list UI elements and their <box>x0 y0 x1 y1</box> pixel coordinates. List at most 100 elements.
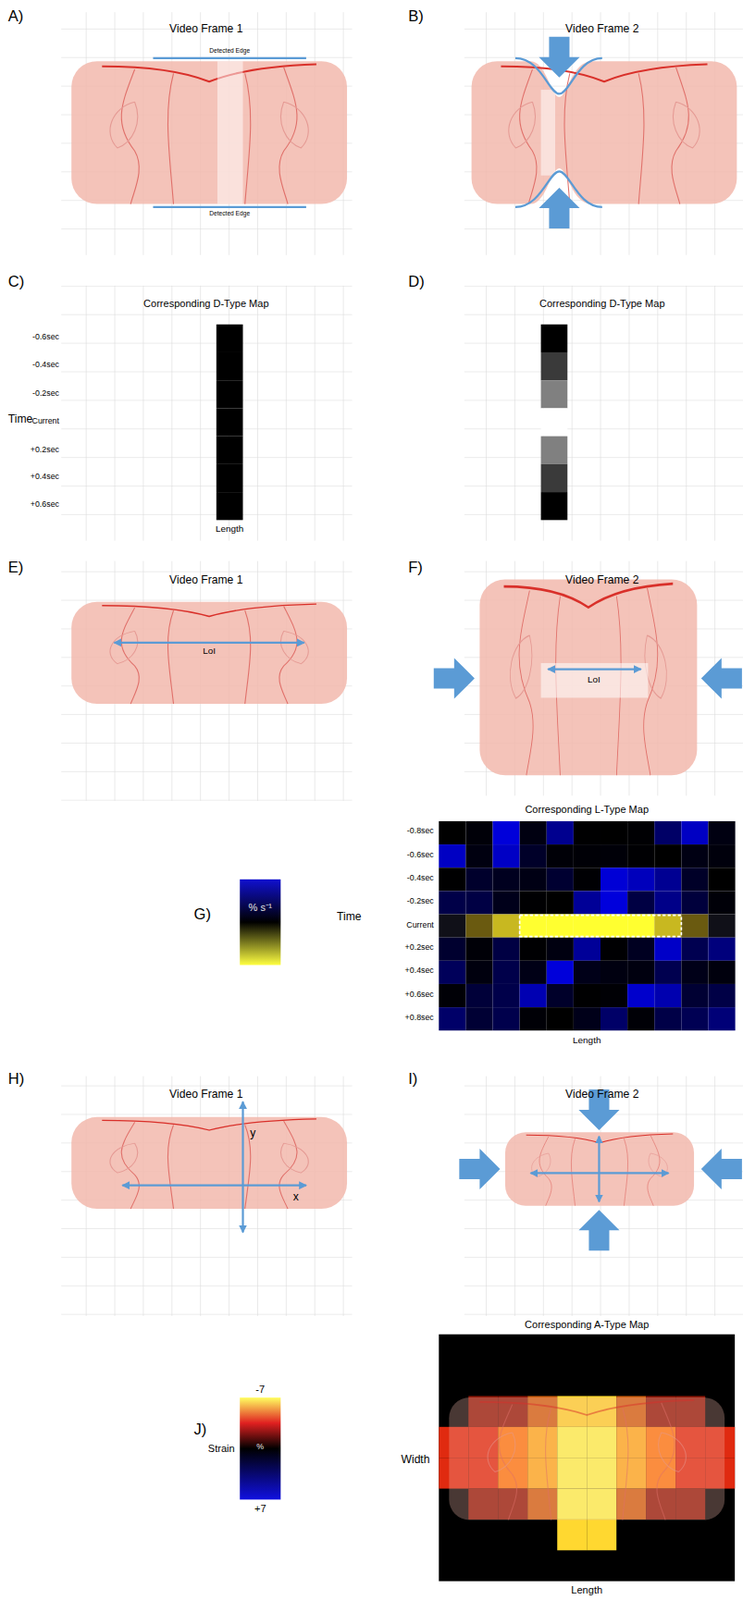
map-cell <box>681 961 708 985</box>
map-cell <box>541 492 569 521</box>
map-cell <box>541 464 569 493</box>
map-cell <box>627 844 655 868</box>
map-cell <box>493 867 521 892</box>
map-cell <box>438 844 466 868</box>
time-tick: +0.4sec <box>30 473 60 483</box>
map-cell <box>465 938 493 962</box>
map-cell <box>438 821 466 845</box>
map-cell <box>627 867 655 892</box>
map-cell <box>465 984 493 1008</box>
map-cell <box>216 380 244 409</box>
map-cell <box>216 492 244 521</box>
frame-title: Video Frame 1 <box>169 573 243 586</box>
map-title: Corresponding L-Type Map <box>524 804 649 816</box>
edge-label: Detected Edge <box>209 48 250 55</box>
map-cell <box>627 821 655 845</box>
map-cell <box>493 938 521 962</box>
map-cell <box>465 891 493 915</box>
time-tick: -0.4sec <box>32 361 60 372</box>
map-cell <box>600 915 628 939</box>
map-cell <box>586 1520 617 1551</box>
map-cell <box>573 821 601 845</box>
map-cell <box>465 915 493 939</box>
time-tick: -0.2sec <box>32 389 60 399</box>
map-cell <box>546 938 574 962</box>
map-cell <box>573 844 601 868</box>
colorbar-title: Strain <box>208 1443 236 1455</box>
colorbar-tick: +7 <box>254 1503 267 1515</box>
map-cell <box>438 915 466 939</box>
axis-name: y <box>249 1126 256 1140</box>
map-title: Corresponding D-Type Map <box>539 297 665 310</box>
map-cell <box>681 844 708 868</box>
map-cell <box>654 891 682 915</box>
map-cell <box>707 891 735 915</box>
map-cell <box>573 984 601 1008</box>
map-cell <box>520 916 682 938</box>
panel-letter: E) <box>8 558 25 576</box>
frame-title: Video Frame 2 <box>565 573 639 586</box>
time-tick: Current <box>406 921 434 931</box>
map-cell <box>600 961 628 985</box>
time-tick: -0.6sec <box>32 334 60 344</box>
map-cell <box>438 1335 735 1583</box>
map-cell <box>573 1007 601 1031</box>
map-cell <box>546 844 574 868</box>
map-cell <box>541 380 569 409</box>
map-cell <box>707 961 735 985</box>
map-cell <box>707 867 735 892</box>
axis-label: Time <box>336 910 362 923</box>
time-tick: +0.6sec <box>405 990 434 1001</box>
map-cell <box>546 1007 574 1031</box>
map-cell <box>216 436 244 465</box>
time-tick: +0.6sec <box>30 501 60 511</box>
map-cell <box>707 984 735 1008</box>
panel-letter: I) <box>408 1071 418 1089</box>
map-cell <box>707 844 735 868</box>
map-cell <box>546 984 574 1008</box>
map-cell <box>600 867 628 892</box>
map-cell <box>493 961 521 985</box>
map-cell <box>707 938 735 962</box>
map-cell <box>573 961 601 985</box>
map-cell <box>465 821 493 845</box>
map-cell <box>681 821 708 845</box>
time-tick: -0.4sec <box>407 874 434 884</box>
edge-label: Detected Edge <box>209 210 250 217</box>
map-cell <box>600 821 628 845</box>
map-cell <box>654 938 682 962</box>
map-cell <box>438 984 466 1008</box>
panel-letter: F) <box>408 558 423 576</box>
map-cell <box>654 867 682 892</box>
time-tick: +0.8sec <box>405 1014 434 1024</box>
time-tick: +0.2sec <box>405 944 434 954</box>
map-cell <box>438 1007 466 1031</box>
map-cell <box>541 408 569 436</box>
map-cell <box>573 938 601 962</box>
time-tick: +0.2sec <box>30 445 60 456</box>
colorbar-tick: -7 <box>255 1384 265 1396</box>
map-cell <box>541 436 569 465</box>
map-cell <box>654 984 682 1008</box>
map-cell <box>438 891 466 915</box>
map-cell <box>707 821 735 845</box>
map-cell <box>546 821 574 845</box>
map-cell <box>493 984 521 1008</box>
colorbar-unit: % s⁻¹ <box>248 902 273 914</box>
map-cell <box>681 1007 708 1031</box>
map-cell <box>681 891 708 915</box>
map-cell <box>541 352 569 381</box>
map-cell <box>493 1007 521 1031</box>
map-cell <box>520 915 547 939</box>
frame-title: Video Frame 1 <box>169 22 243 35</box>
axis-name: x <box>293 1190 299 1203</box>
map-cell <box>520 867 547 892</box>
axis-label: Length <box>215 524 244 535</box>
map-cell <box>520 938 547 962</box>
map-cell <box>216 352 244 381</box>
axis-label: Length <box>572 1037 601 1048</box>
axis-label: Time <box>8 412 34 425</box>
map-cell <box>573 867 601 892</box>
